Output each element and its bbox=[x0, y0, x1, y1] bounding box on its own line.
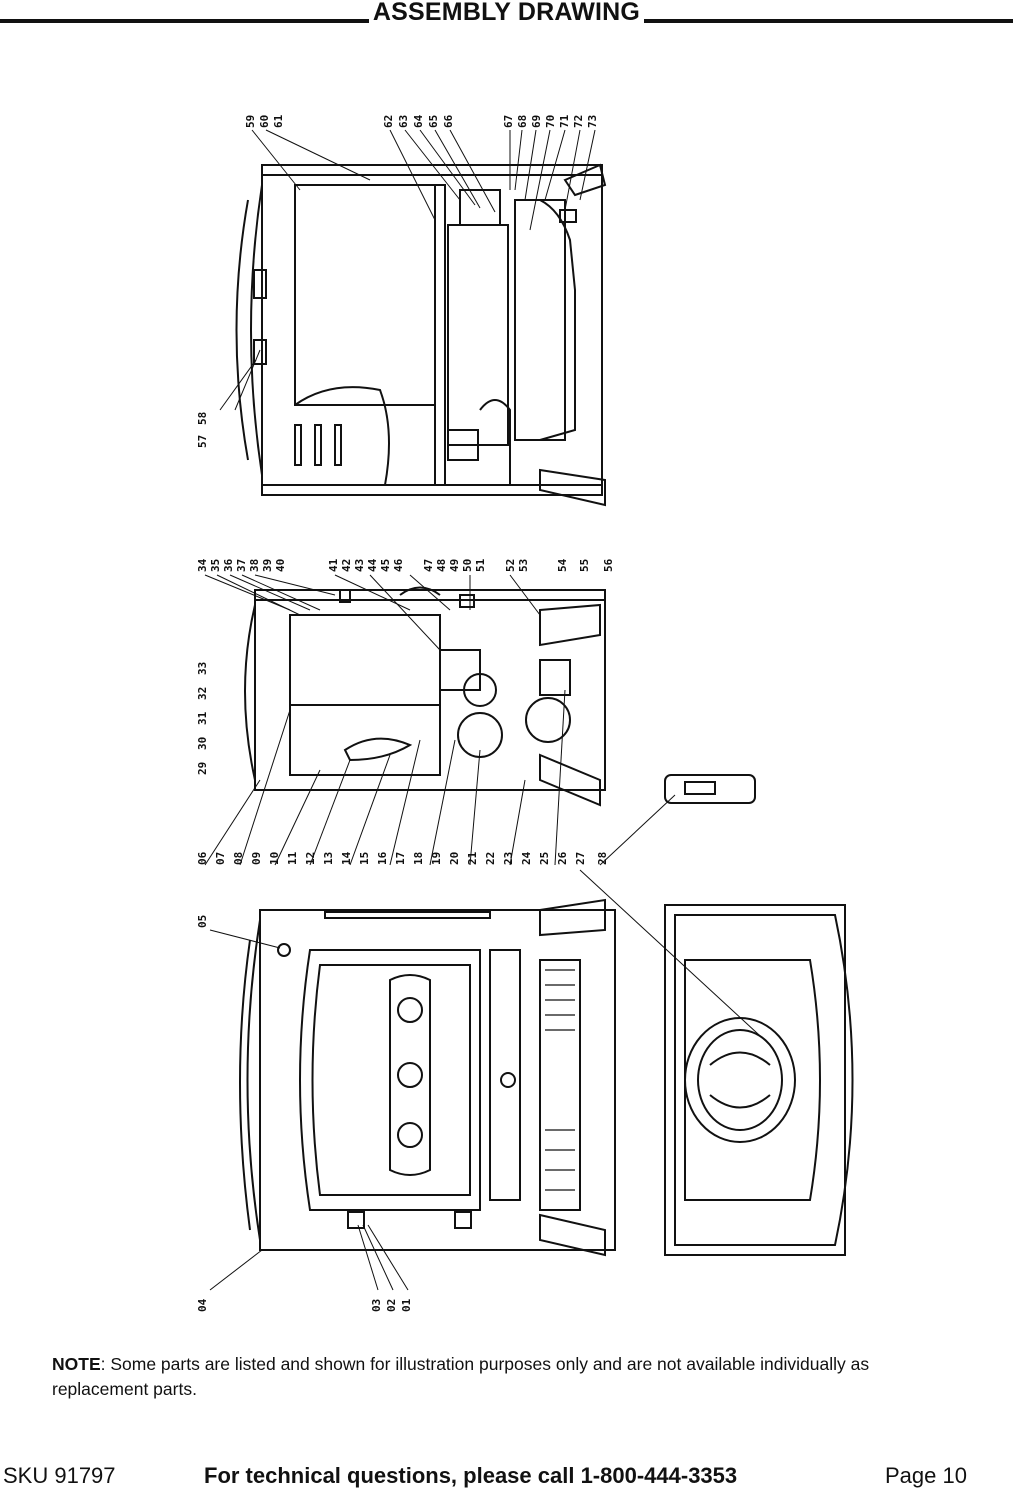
label-47: 47 bbox=[422, 559, 435, 572]
label-58: 58 bbox=[196, 412, 209, 425]
label-32: 32 bbox=[196, 687, 209, 700]
page-number: Page 10 bbox=[885, 1463, 967, 1488]
side-panel-view bbox=[664, 904, 854, 1256]
label-02: 02 bbox=[385, 1299, 398, 1312]
label-06: 06 bbox=[196, 851, 209, 865]
label-73: 73 bbox=[586, 115, 599, 128]
label-52: 52 bbox=[504, 559, 517, 572]
label-68: 68 bbox=[516, 115, 529, 128]
label-34: 34 bbox=[196, 558, 209, 572]
label-33: 33 bbox=[196, 662, 209, 675]
label-28: 28 bbox=[596, 852, 609, 865]
label-11: 11 bbox=[286, 851, 299, 865]
label-69: 69 bbox=[530, 115, 543, 128]
label-09: 09 bbox=[250, 852, 263, 865]
label-35: 35 bbox=[209, 559, 222, 572]
label-56: 56 bbox=[602, 558, 615, 572]
label-61: 61 bbox=[272, 114, 285, 128]
label-31: 31 bbox=[196, 711, 209, 725]
label-10: 10 bbox=[268, 852, 281, 865]
label-42: 42 bbox=[340, 559, 353, 572]
remote-control bbox=[664, 774, 756, 804]
label-44: 44 bbox=[366, 558, 379, 572]
label-15: 15 bbox=[358, 852, 371, 865]
label-25: 25 bbox=[538, 852, 551, 865]
label-30: 30 bbox=[196, 737, 209, 750]
label-21: 21 bbox=[466, 851, 479, 865]
label-38: 38 bbox=[248, 559, 261, 572]
label-54: 54 bbox=[556, 558, 569, 572]
label-01: 01 bbox=[400, 1298, 413, 1312]
middle-view-leaders bbox=[204, 574, 771, 1046]
note-paragraph: NOTE: Some parts are listed and shown fo… bbox=[52, 1352, 932, 1402]
top-view-leaders bbox=[219, 129, 596, 411]
label-03: 03 bbox=[370, 1299, 383, 1312]
label-46: 46 bbox=[392, 558, 405, 572]
label-50: 50 bbox=[461, 559, 474, 572]
label-65: 65 bbox=[427, 115, 440, 128]
label-66: 66 bbox=[442, 114, 455, 128]
label-67: 67 bbox=[502, 115, 515, 128]
label-55: 55 bbox=[578, 559, 591, 572]
label-53: 53 bbox=[517, 559, 530, 572]
label-22: 22 bbox=[484, 852, 497, 865]
page-title: ASSEMBLY DRAWING bbox=[0, 0, 1013, 27]
label-59-61: 59 bbox=[244, 115, 257, 128]
label-48: 48 bbox=[435, 559, 448, 572]
label-49: 49 bbox=[448, 559, 461, 572]
label-70: 70 bbox=[544, 115, 557, 128]
label-71: 71 bbox=[558, 114, 571, 128]
front-view-leaders bbox=[209, 929, 409, 1291]
label-18: 18 bbox=[412, 852, 425, 865]
label-12: 12 bbox=[304, 852, 317, 865]
label-63: 63 bbox=[397, 115, 410, 128]
tech-support-line: For technical questions, please call 1-8… bbox=[204, 1463, 738, 1488]
note-label: NOTE bbox=[52, 1354, 101, 1374]
top-view bbox=[235, 163, 607, 507]
label-41: 41 bbox=[327, 558, 340, 572]
label-29: 29 bbox=[196, 762, 209, 775]
label-08: 08 bbox=[232, 852, 245, 865]
label-27: 27 bbox=[574, 852, 587, 865]
note-text: : Some parts are listed and shown for il… bbox=[52, 1354, 870, 1399]
label-39: 39 bbox=[261, 559, 274, 572]
page-footer: SKU 91797 For technical questions, pleas… bbox=[0, 1463, 1013, 1495]
middle-view bbox=[244, 586, 606, 807]
label-23: 23 bbox=[502, 852, 515, 865]
assembly-drawing-svg: 59 60 61 62 63 64 65 66 67 68 69 70 71 7… bbox=[196, 114, 854, 1312]
label-24: 24 bbox=[520, 851, 533, 865]
label-16: 16 bbox=[376, 851, 389, 865]
label-14: 14 bbox=[340, 851, 353, 865]
label-57: 57 bbox=[196, 435, 209, 448]
label-19: 19 bbox=[430, 852, 443, 865]
label-37: 37 bbox=[235, 559, 248, 572]
label-36: 36 bbox=[222, 558, 235, 572]
label-64: 64 bbox=[412, 114, 425, 128]
label-13: 13 bbox=[322, 852, 335, 865]
label-17: 17 bbox=[394, 852, 407, 865]
label-26: 26 bbox=[556, 851, 569, 865]
label-20: 20 bbox=[448, 852, 461, 865]
front-view bbox=[239, 898, 616, 1257]
label-07: 07 bbox=[214, 852, 227, 865]
page-header: ASSEMBLY DRAWING bbox=[0, 0, 1013, 30]
label-60: 60 bbox=[258, 115, 271, 128]
label-51: 51 bbox=[474, 558, 487, 572]
label-05: 05 bbox=[196, 915, 209, 928]
part-labels: 59 60 61 62 63 64 65 66 67 68 69 70 71 7… bbox=[196, 114, 615, 1312]
assembly-drawing: 59 60 61 62 63 64 65 66 67 68 69 70 71 7… bbox=[180, 90, 880, 1320]
label-62: 62 bbox=[382, 115, 395, 128]
label-04: 04 bbox=[196, 1298, 209, 1312]
label-45: 45 bbox=[379, 559, 392, 572]
sku-number: SKU 91797 bbox=[3, 1463, 116, 1488]
label-43: 43 bbox=[353, 559, 366, 572]
label-40: 40 bbox=[274, 559, 287, 572]
label-72: 72 bbox=[572, 115, 585, 128]
